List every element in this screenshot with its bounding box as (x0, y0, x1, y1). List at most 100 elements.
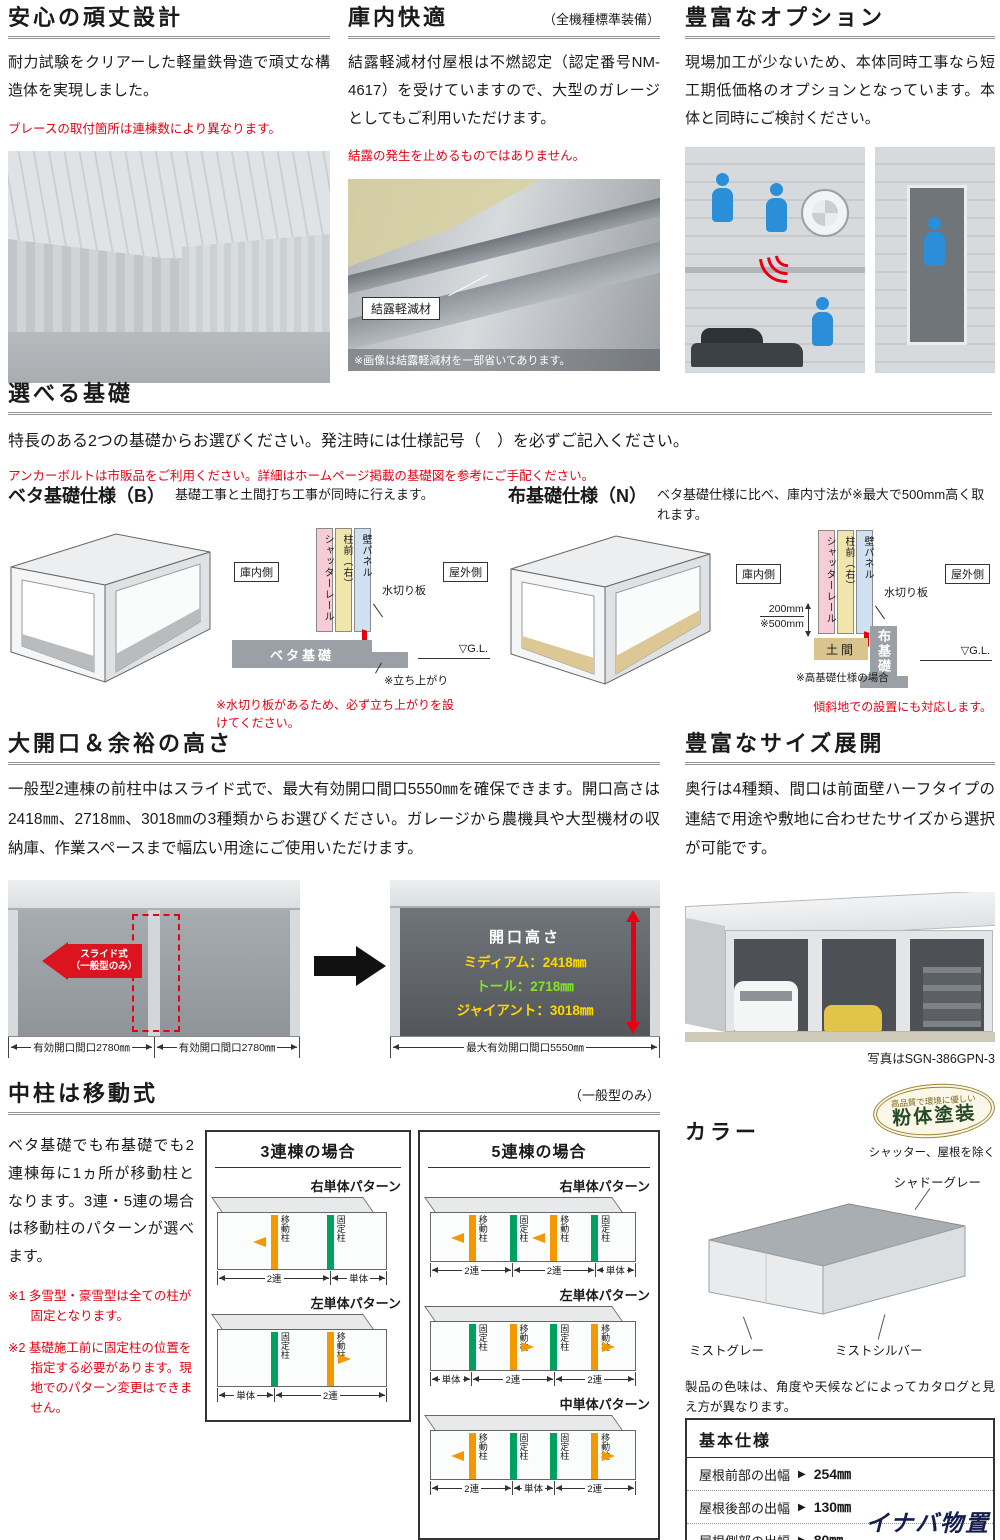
leader-line (742, 1316, 753, 1340)
ground-level-label: ▽G.L. (960, 645, 990, 657)
powder-coating-badge: 高品質で環境に優しい 粉体塗装 (871, 1079, 997, 1143)
height-giant: ジャイアント：3018㎜ (456, 1002, 594, 1018)
slide-arrow-icon (450, 1233, 464, 1244)
section-title: 庫内快適 (348, 5, 449, 30)
section-comfort: 庫内快適 （全機種標準装備） 結露軽減材付屋根は不燃認定（認定番号NM-4617… (348, 5, 660, 371)
shutter-rail-bar: シャッターレール (818, 530, 835, 634)
column-label: 固定柱 (517, 1433, 529, 1460)
dim-label: 2連 (546, 1266, 562, 1277)
opening-height-photo: 開口高さ ミディアム：2418㎜ トール：2718㎜ ジャイアント：3018㎜ … (390, 880, 660, 1058)
body-text: 耐力試験をクリアーした軽量鉄骨造で頑丈な構造体を実現しました。 (8, 54, 330, 99)
wall-panel-bar: 壁パネル (354, 528, 371, 632)
beta-desc: 基礎工事と土間打ち工事が同時に行えます。 (175, 487, 434, 502)
pattern-name: 左単体パターン (559, 1288, 650, 1303)
beta-diagram: 庫内側 屋外側 シャッターレール 柱前（右） 壁パネル 水切り板 ベタ基礎 ▽G… (8, 524, 490, 692)
column-label: 固定柱 (558, 1324, 570, 1351)
basic-specs-box: 基本仕様 屋根前部の出幅 ▶ 254㎜ 屋根後部の出幅 ▶ 130㎜ 屋根側部の… (685, 1418, 995, 1540)
section-title: 豊富なオプション (685, 5, 886, 30)
spec-row: 屋根側部の出幅 ▶ 80㎜ (687, 1523, 993, 1540)
ventilation-fan-icon (801, 189, 849, 238)
box-title: 3連棟の場合 (215, 1138, 401, 1168)
note-text: ブレースの取付箇所は連棟数により異なります。 (8, 121, 281, 136)
box-title: 5連棟の場合 (428, 1138, 650, 1168)
dimension: 単体 (430, 1372, 471, 1386)
photo-caption: ※画像は結露軽減材を一部省いてあります。 (348, 348, 660, 371)
pillar-bar: 柱前（右） (335, 528, 352, 632)
ground (685, 1032, 995, 1042)
spec-value: 80㎜ (813, 1532, 844, 1540)
note-text: 結露の発生を止めるものではありません。 (348, 149, 586, 164)
dimension-bar: 有効開口間口2780㎜ 有効開口間口2780㎜ (8, 1036, 300, 1058)
slide-arrow-icon (252, 1236, 266, 1247)
height-dimension: 200mm ※500mm (760, 602, 804, 631)
height-tall: トール：2718㎜ (476, 978, 574, 994)
person-silhouette (709, 173, 735, 223)
garage-roof (8, 880, 300, 910)
garage-isometric-drawing (10, 533, 211, 683)
garage-side-wall (685, 917, 725, 1032)
note-text: アンカーボルトは市販品をご利用ください。詳細はホームページ掲載の基礎図を参考にご… (8, 469, 595, 484)
dimension-arrow (805, 603, 811, 637)
garage-front (725, 930, 993, 1032)
column-label: 固定柱 (476, 1324, 488, 1351)
car-silhouette (691, 325, 803, 368)
specs-title: 基本仕様 (687, 1420, 993, 1458)
slide-arrow: スライド式 （一般型のみ） (42, 942, 142, 980)
spec-value: 254㎜ (813, 1466, 852, 1482)
pattern-diagram: 移動柱 固定柱 固定柱 移動柱 (424, 1415, 650, 1495)
outside-label: 屋外側 (945, 564, 990, 584)
outside-label: 屋外側 (443, 562, 488, 582)
dim-label: 単体 (605, 1266, 625, 1277)
dim-label: 2連 (464, 1266, 480, 1277)
dim-500: ※500mm (760, 618, 804, 631)
dimension-row: 単体 2連 (217, 1388, 387, 1402)
spec-label: 屋根側部の出幅 (699, 1531, 790, 1540)
dimension: 2連 (553, 1481, 636, 1495)
color-label-mist-gray: ミストグレー (689, 1344, 765, 1358)
roof-closeup-photo: 結露軽減材 ※画像は結露軽減材を一部省いてあります。 (348, 178, 660, 371)
section-title: 選べる基礎 (8, 381, 134, 406)
dim-label: 2連 (505, 1375, 521, 1386)
section-title: 大開口＆余裕の高さ (8, 731, 234, 756)
slide-arrow-icon (450, 1451, 464, 1462)
height-medium: ミディアム：2418㎜ (463, 954, 587, 970)
pattern-center-single: 中単体パターン 移動柱 固定柱 固定柱 (424, 1394, 650, 1495)
pattern-diagram: 固定柱 移動柱 固定柱 移動柱 (424, 1306, 650, 1386)
arrow-label: スライド式 （一般型のみ） (66, 944, 142, 978)
pattern-name: 左単体パターン (310, 1296, 401, 1311)
opening-images-row: スライド式 （一般型のみ） 有効開口間口2780㎜ 有効開口間口2780㎜ (8, 880, 660, 1082)
center-column (148, 910, 160, 1036)
inside-label: 庫内側 (234, 562, 279, 582)
column-label: 移動柱 (558, 1215, 570, 1242)
body-text: 一般型2連棟の前柱中はスライド式で、最大有効開口間口5550㎜を確保できます。開… (8, 781, 660, 858)
note-1: ※1 多雪型・豪雪型は全ての柱が固定となります。 (8, 1288, 192, 1323)
body-text: 結露軽減材付屋根は不燃認定（認定番号NM-4617）を受けていますので、大型のガ… (348, 54, 660, 127)
dimension: 2連 (217, 1271, 330, 1285)
box-3-unit: 3連棟の場合 右単体パターン 移動柱 固定柱 (205, 1130, 411, 1422)
dim-200: 200mm (760, 602, 804, 618)
dimension: 2連 (471, 1372, 553, 1386)
wall-panel-bar: 壁パネル (856, 530, 873, 634)
section-heading: 庫内快適 （全機種標準装備） (348, 5, 660, 40)
dimension-row: 2連 単体 2連 (430, 1481, 636, 1495)
arrow-tip-icon (42, 942, 68, 980)
section-size-variations: 豊富なサイズ展開 奥行は4種類、間口は前面壁ハーフタイプの連結で用途や敷地に合わ… (685, 731, 995, 1066)
color-note: 製品の色味は、角度や天候などによってカタログと見え方が異なります。 (685, 1379, 995, 1414)
slide-arrow-icon (520, 1342, 534, 1353)
dim-label: 単体 (349, 1274, 369, 1285)
garage-body: 移動柱 固定柱 移動柱 固定柱 (430, 1212, 636, 1262)
column-label: 移動柱 (476, 1215, 488, 1242)
dim-label: 2連 (322, 1391, 338, 1402)
column-label: 移動柱 (476, 1433, 488, 1460)
section-heading: 豊富なサイズ展開 (685, 731, 995, 766)
inaba-logo: イナバ物置 (865, 1510, 990, 1536)
dimension: 2連 (273, 1388, 387, 1402)
nuno-footing (860, 676, 908, 688)
dim-label: 単体 (441, 1375, 461, 1386)
nuno-head: 布基礎仕様（N） ベタ基礎仕様に比べ、庫内寸法が※最大で500mm高く取れます。 (508, 482, 992, 524)
column-label: 移動柱 (599, 1433, 611, 1460)
photo-label: 結露軽減材 (362, 296, 441, 320)
pattern-diagram: 移動柱 固定柱 2連 単体 (211, 1197, 401, 1285)
column-label: 移動柱 (334, 1332, 346, 1359)
